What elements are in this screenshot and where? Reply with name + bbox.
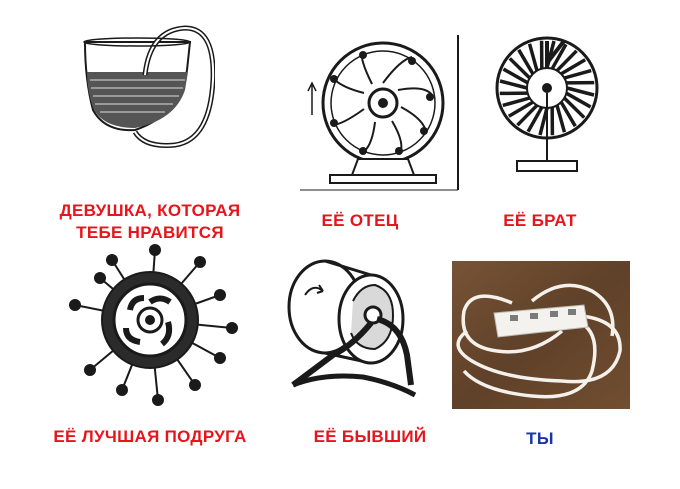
caption-father: ЕЁ ОТЕЦ bbox=[321, 211, 399, 230]
caption-girl-line1: ДЕВУШКА, КОТОРАЯ bbox=[59, 201, 241, 220]
caption-ex: ЕЁ БЫВШИЙ bbox=[313, 427, 427, 446]
caption-best-friend: ЕЁ ЛУЧШАЯ ПОДРУГА bbox=[53, 427, 247, 446]
ball-wheel-drawing bbox=[60, 240, 240, 420]
spoked-wheel-drawing bbox=[492, 33, 602, 178]
caption-girl-line2: ТЕБЕ НРАВИТСЯ bbox=[76, 223, 224, 242]
overbalanced-wheel-drawing bbox=[300, 35, 462, 193]
self-filling-cup-drawing bbox=[75, 20, 215, 170]
power-strip-photo bbox=[452, 261, 630, 409]
caption-brother: ЕЁ БРАТ bbox=[503, 211, 577, 230]
hamster-wheel-drawing bbox=[283, 255, 423, 405]
caption-girl: ДЕВУШКА, КОТОРАЯ ТЕБЕ НРАВИТСЯ bbox=[20, 200, 280, 244]
caption-you: ТЫ bbox=[526, 429, 554, 448]
